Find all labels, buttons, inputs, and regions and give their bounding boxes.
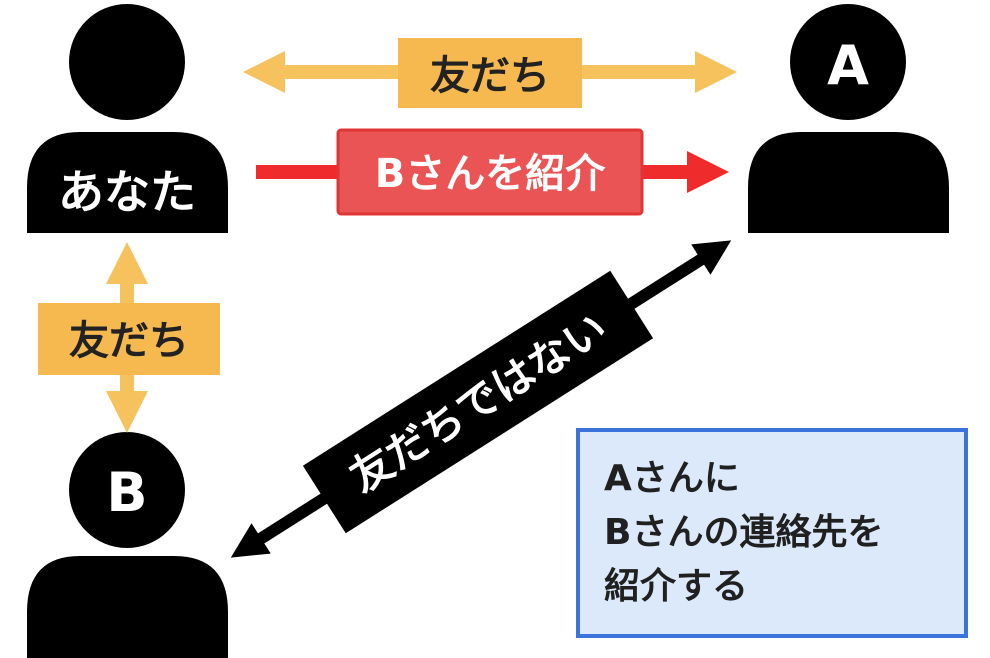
friend-arrow-you-b: 友だち <box>38 242 220 433</box>
not-friend-label: 友だちではない <box>341 303 616 502</box>
person-b-icon: B <box>27 432 228 658</box>
note-box: Aさんに Bさんの連絡先を 紹介する <box>576 428 968 638</box>
friend-label-you-a: 友だち <box>430 53 550 99</box>
note-line-1: Aさんに <box>604 458 740 499</box>
friend-label-you-b: 友だち <box>69 318 189 364</box>
person-a-icon: A <box>748 4 949 233</box>
introduce-label: Bさんを紹介 <box>375 151 606 197</box>
friend-arrow-you-a: 友だち <box>243 38 737 108</box>
person-b-label: B <box>106 461 147 524</box>
person-a-label: A <box>827 34 869 97</box>
introduce-arrow: Bさんを紹介 <box>256 128 729 216</box>
person-you-label: あなた <box>58 165 196 219</box>
person-you-icon: あなた <box>27 4 228 233</box>
note-line-3: 紹介する <box>604 566 749 607</box>
note-line-2: Bさんの連絡先を <box>604 512 884 553</box>
